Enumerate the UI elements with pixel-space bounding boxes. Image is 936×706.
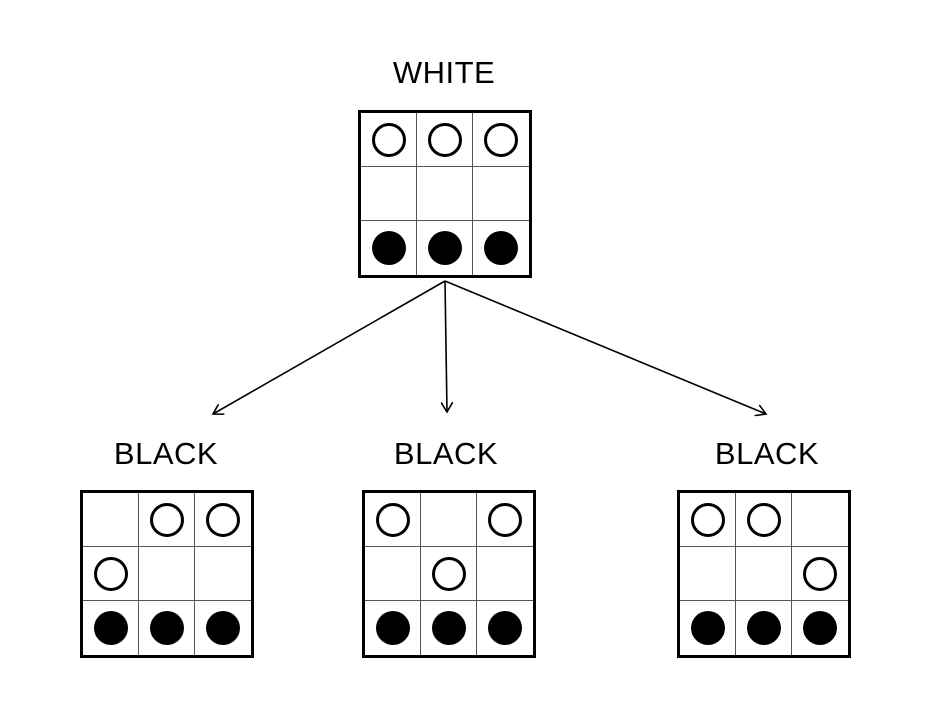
black-pawn	[431, 611, 466, 645]
board-cell	[195, 493, 251, 547]
white-pawn	[375, 502, 410, 537]
board-cell	[421, 493, 477, 547]
board-cell	[421, 547, 477, 601]
root-board	[358, 110, 532, 278]
board-cell	[417, 221, 473, 275]
black-pawn	[427, 231, 462, 265]
board-cell	[417, 113, 473, 167]
board-cell	[361, 221, 417, 275]
board-cell	[83, 601, 139, 655]
board-cell	[680, 493, 736, 547]
board-cell	[680, 601, 736, 655]
board-cell	[680, 547, 736, 601]
board-cell	[477, 601, 533, 655]
board-cell	[361, 113, 417, 167]
board-cell	[473, 167, 529, 221]
white-pawn	[427, 122, 462, 157]
white-pawn	[488, 502, 522, 537]
black-pawn	[803, 611, 837, 645]
board-cell	[417, 167, 473, 221]
board-cell	[139, 493, 195, 547]
board-cell	[792, 547, 848, 601]
child-1-player-label: BLACK	[113, 436, 219, 471]
black-pawn	[206, 611, 240, 645]
black-pawn	[375, 611, 410, 645]
root-player-label: WHITE	[392, 55, 496, 90]
board-cell	[473, 221, 529, 275]
board-cell	[736, 601, 792, 655]
board-cell	[139, 601, 195, 655]
board-cell	[365, 493, 421, 547]
board-cell	[365, 547, 421, 601]
board-cell	[195, 601, 251, 655]
white-pawn	[746, 502, 781, 537]
arrow-to-right-board	[444, 280, 766, 414]
white-pawn	[206, 502, 240, 537]
child-3-player-label: BLACK	[714, 436, 820, 471]
board-cell	[421, 601, 477, 655]
board-cell	[365, 601, 421, 655]
white-pawn	[484, 122, 518, 157]
board-cell	[139, 547, 195, 601]
board-cell	[736, 493, 792, 547]
board-cell	[477, 547, 533, 601]
child-2-player-label: BLACK	[393, 436, 499, 471]
board-cell	[736, 547, 792, 601]
child-3-board	[677, 490, 851, 658]
board-cell	[473, 113, 529, 167]
arrow-to-middle-board	[445, 280, 447, 412]
board-cell	[83, 493, 139, 547]
black-pawn	[371, 231, 406, 265]
board-cell	[195, 547, 251, 601]
board-cell	[361, 167, 417, 221]
white-pawn	[149, 502, 184, 537]
child-2-board	[362, 490, 536, 658]
board-cell	[477, 493, 533, 547]
board-cell	[83, 547, 139, 601]
white-pawn	[431, 556, 466, 591]
black-pawn	[746, 611, 781, 645]
white-pawn	[93, 556, 128, 591]
board-cell	[792, 493, 848, 547]
black-pawn	[149, 611, 184, 645]
arrow-to-left-board	[213, 280, 446, 414]
white-pawn	[690, 502, 725, 537]
black-pawn	[690, 611, 725, 645]
board-cell	[792, 601, 848, 655]
black-pawn	[93, 611, 128, 645]
child-1-board	[80, 490, 254, 658]
black-pawn	[488, 611, 522, 645]
white-pawn	[803, 556, 837, 591]
white-pawn	[371, 122, 406, 157]
black-pawn	[484, 231, 518, 265]
